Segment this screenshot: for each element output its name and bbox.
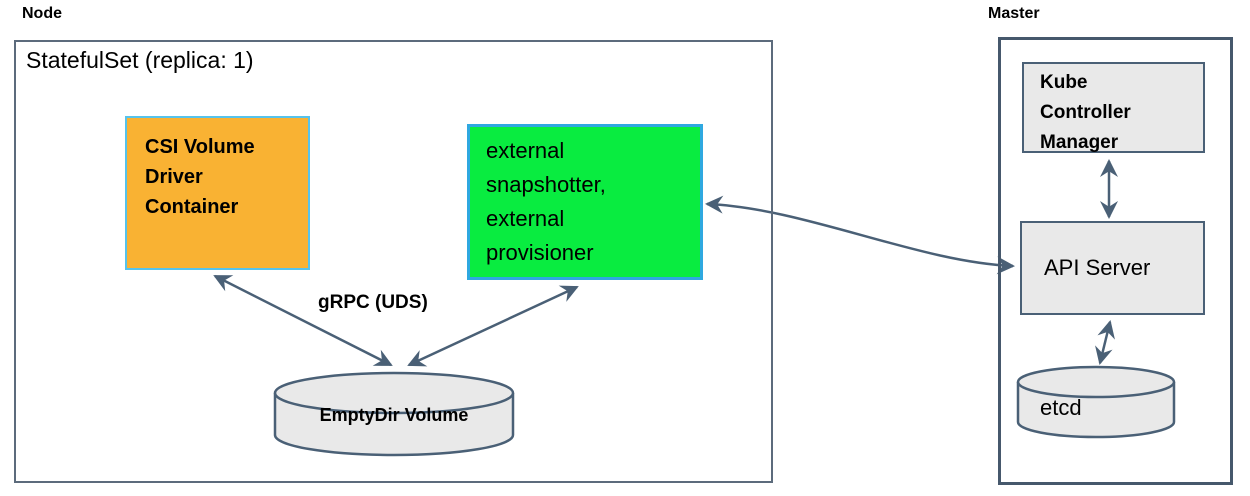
etcd-cylinder — [1016, 365, 1176, 439]
csi-volume-driver-container-box: CSI Volume Driver Container — [125, 116, 310, 270]
api-server-box: API Server — [1020, 221, 1205, 315]
grpc-uds-label: gRPC (UDS) — [318, 292, 428, 313]
emptydir-cylinder — [273, 371, 515, 457]
arrow-sidecar-emptydir — [407, 285, 579, 367]
etcd-label: etcd — [1040, 395, 1082, 420]
api-server-label: API Server — [1044, 255, 1151, 280]
statefulset-label: StatefulSet (replica: 1) — [26, 47, 254, 73]
arrow-csi-driver-emptydir — [213, 274, 393, 367]
master-section-label: Master — [988, 5, 1040, 22]
master-boundary-box — [998, 37, 1233, 485]
arrow-sidecar-api-server — [705, 195, 1015, 275]
arrow-api-server-etcd — [1095, 320, 1115, 365]
node-section-label: Node — [22, 5, 62, 22]
emptydir-volume-label: EmptyDir Volume — [319, 405, 469, 425]
kube-controller-manager-box: Kube Controller Manager — [1022, 62, 1205, 153]
node-boundary-box — [14, 40, 773, 483]
external-snapshotter-provisioner-box: external snapshotter, external provision… — [467, 124, 703, 280]
